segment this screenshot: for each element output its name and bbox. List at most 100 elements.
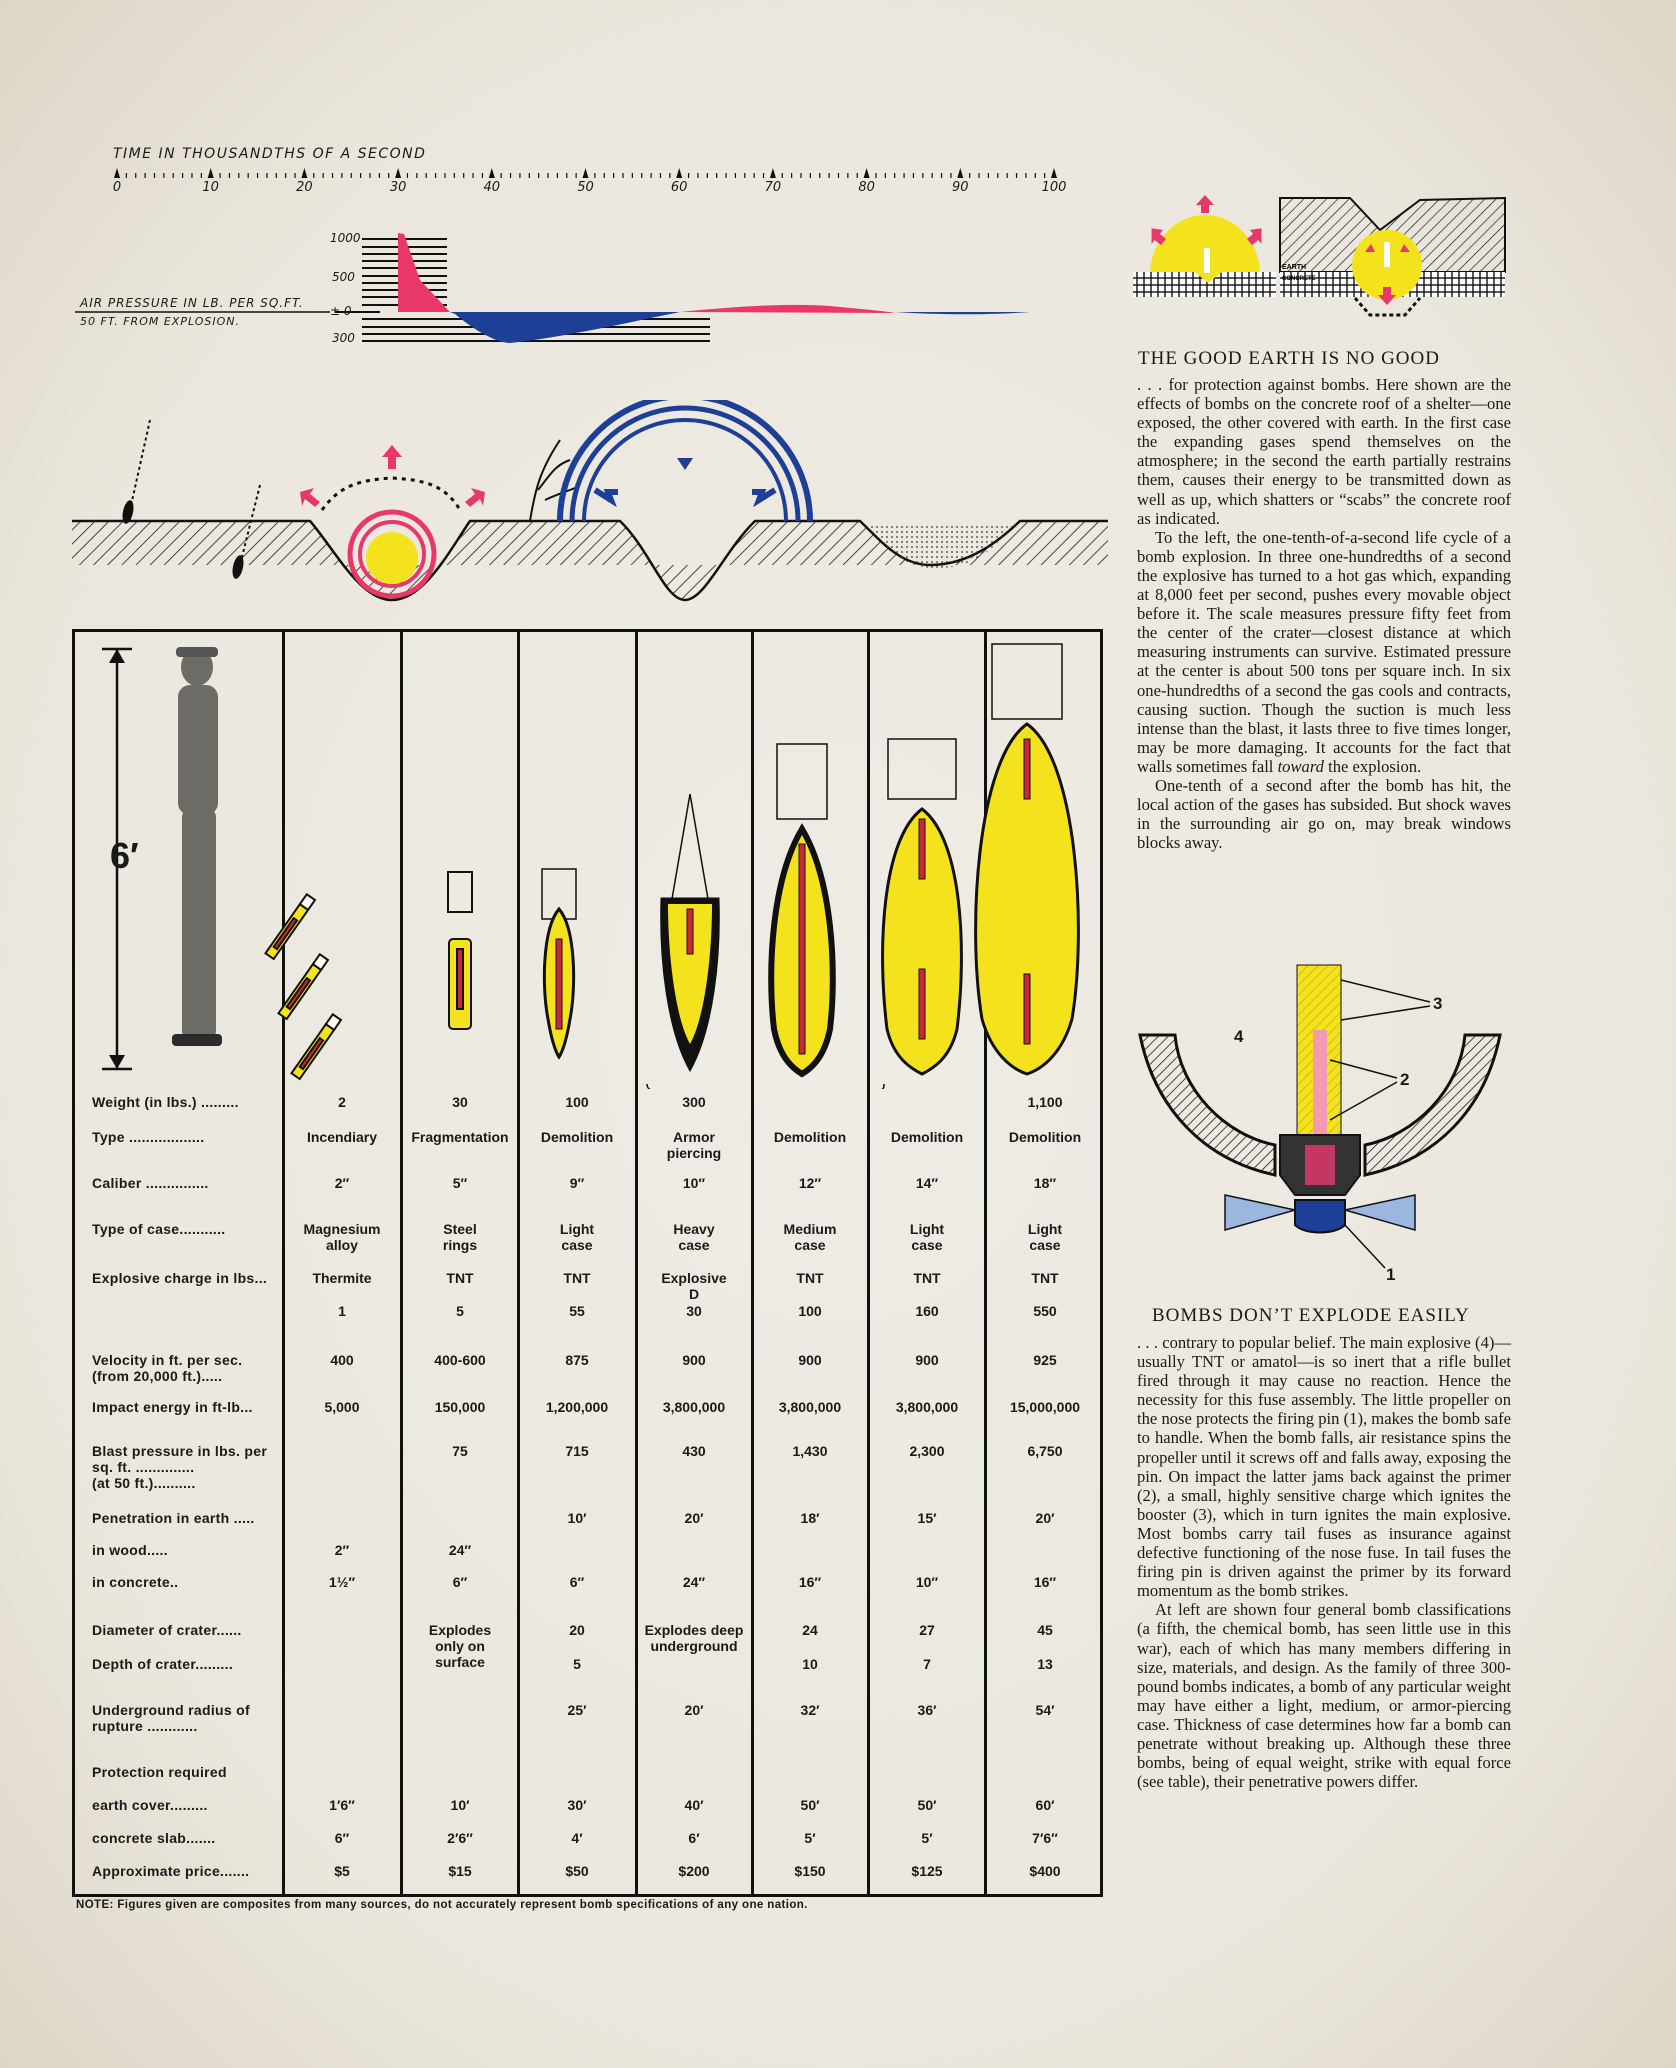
major-tick — [207, 168, 214, 178]
table-cell: 18′ — [800, 1510, 820, 1526]
major-tick — [1051, 168, 1057, 178]
fuse-assembly-diagram — [1138, 964, 1502, 1269]
column-divider — [400, 629, 403, 1897]
earth-label: EARTH — [1282, 264, 1306, 271]
table-cell: TNT — [446, 1270, 474, 1286]
article2-heading: BOMBS DON’T EXPLODE EASILY — [1152, 1305, 1470, 1326]
table-cell: 3,800,000 — [778, 1399, 842, 1415]
demolition-100-bomb — [541, 868, 577, 1060]
table-cell: 150,000 — [434, 1399, 486, 1415]
table-cell: 24 — [802, 1622, 818, 1638]
armor-piercing-bomb — [660, 793, 720, 1073]
table-cell: 10′ — [567, 1510, 587, 1526]
table-cell: 6″ — [569, 1574, 585, 1590]
article1-paragraph: One-tenth of a second after the bomb has… — [1137, 775, 1511, 853]
major-tick — [582, 168, 589, 178]
table-cell: Demolition — [773, 1129, 847, 1145]
arrow-icon — [1247, 228, 1262, 246]
row-label: Caliber ............... — [92, 1175, 209, 1191]
second-blast-area — [680, 304, 895, 313]
table-cell: 160 — [915, 1303, 939, 1319]
table-cell: 5′ — [921, 1830, 933, 1846]
arrow-up-left-icon — [300, 488, 320, 507]
table-cell: 2′6″ — [447, 1830, 473, 1846]
row-label: Weight (in lbs.) ......... — [92, 1094, 239, 1110]
table-cell: 1′6″ — [329, 1797, 355, 1813]
table-cell: 15′ — [917, 1510, 937, 1526]
table-cell: $400 — [1029, 1863, 1061, 1879]
time-tick-label: 30 — [389, 180, 407, 195]
table-cell: 5′ — [804, 1830, 816, 1846]
light-case-300-bomb — [881, 738, 963, 1076]
table-cell: 10″ — [682, 1175, 706, 1191]
table-cell: 100 — [798, 1303, 822, 1319]
major-tick — [488, 168, 495, 178]
weight-value: 1,100 — [1027, 1094, 1063, 1110]
table-cell: Armor piercing — [666, 1129, 722, 1161]
article1-heading: THE GOOD EARTH IS NO GOOD — [1138, 348, 1440, 369]
column-divider — [984, 629, 987, 1897]
table-cell: 2,300 — [909, 1443, 945, 1459]
row-label: Protection required — [92, 1764, 227, 1780]
table-cell: 6′ — [688, 1830, 700, 1846]
time-tick-label: 50 — [577, 180, 594, 195]
row-label: earth cover......... — [92, 1797, 208, 1813]
weight-value: 100 — [565, 1094, 589, 1110]
arrow-inward-icon — [593, 487, 618, 508]
row-label: Diameter of crater...... — [92, 1622, 242, 1638]
arrow-up-right-icon — [465, 488, 485, 507]
table-cell: 27 — [919, 1622, 935, 1638]
table-cell: Thermite — [312, 1270, 372, 1286]
time-tick-label: 60 — [670, 180, 688, 195]
table-cell: Explosive D — [661, 1270, 727, 1302]
major-tick — [301, 168, 308, 178]
time-tick-label: 0 — [112, 180, 122, 195]
table-cell: 32′ — [800, 1702, 820, 1718]
fireball-icon — [366, 532, 418, 584]
height-label: 6′ — [110, 835, 139, 876]
table-cell: 20′ — [1035, 1510, 1055, 1526]
arrow-icon — [1151, 228, 1166, 246]
table-cell: 24″ — [682, 1574, 706, 1590]
table-cell: 24″ — [448, 1542, 472, 1558]
y-tick-zero: ± 0 — [330, 304, 352, 318]
old-crater-debris — [865, 523, 1015, 569]
table-cell: Steel rings — [442, 1221, 478, 1253]
table-cell: 14″ — [915, 1175, 939, 1191]
table-cell: 20′ — [684, 1510, 704, 1526]
table-cell: 9″ — [569, 1175, 585, 1191]
y-tick-500: 500 — [332, 270, 355, 284]
suction-wave — [582, 418, 788, 522]
table-cell: 45 — [1037, 1622, 1053, 1638]
arrow-down-icon — [1378, 287, 1396, 305]
second-suction-area — [895, 312, 1030, 315]
table-cell: 75 — [452, 1443, 468, 1459]
table-cell: 50′ — [917, 1797, 937, 1813]
table-cell: Demolition — [890, 1129, 964, 1145]
major-tick — [114, 168, 120, 178]
table-cell: 6″ — [334, 1830, 350, 1846]
time-tick-label: 70 — [764, 180, 782, 195]
300-lb-group-brace — [646, 1083, 885, 1089]
column-divider — [867, 629, 870, 1897]
shock-ring — [347, 509, 437, 599]
table-cell: 7 — [923, 1656, 931, 1672]
table-cell: 2″ — [334, 1175, 350, 1191]
table-cell: 400-600 — [434, 1352, 486, 1368]
table-cell: 1 — [338, 1303, 346, 1319]
table-cell: Demolition — [1008, 1129, 1082, 1145]
weight-value: 300 — [682, 1094, 706, 1110]
y-tick-1000: 1000 — [330, 231, 361, 245]
table-cell: Demolition — [540, 1129, 614, 1145]
row-label: Penetration in earth ..... — [92, 1510, 255, 1526]
major-tick — [395, 168, 402, 178]
article1-paragraph: . . . for protection against bombs. Here… — [1137, 375, 1511, 528]
table-cell: $150 — [794, 1863, 826, 1879]
table-cell: TNT — [1031, 1270, 1059, 1286]
table-cell: 925 — [1033, 1352, 1057, 1368]
demolition-1100-bomb — [974, 643, 1080, 1076]
table-cell: 13 — [1037, 1656, 1053, 1672]
table-cell: 1½″ — [328, 1574, 356, 1590]
table-cell: 875 — [565, 1352, 589, 1368]
explosion-sequence-illustration — [72, 400, 1108, 602]
